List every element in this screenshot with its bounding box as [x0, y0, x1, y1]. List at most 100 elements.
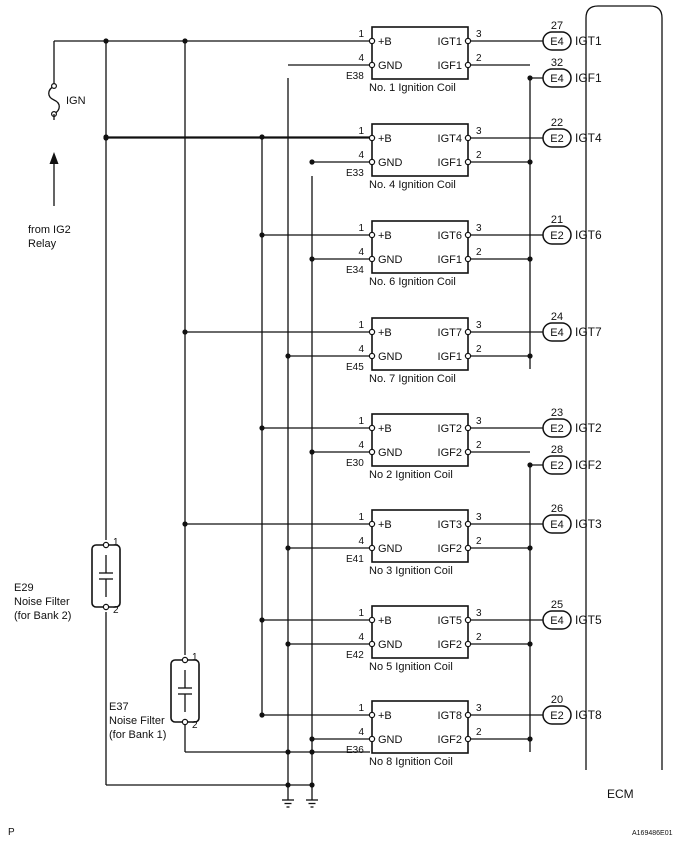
- pin-number: 2: [476, 727, 482, 738]
- coil-gnd-label: GND: [378, 639, 403, 651]
- noise-filter-e37: 1 2 E37 Noise Filter (for Bank 1): [109, 652, 200, 741]
- pin-number: 4: [358, 632, 364, 643]
- coil-connector: E33: [346, 168, 364, 179]
- ecm-connector-igt5: E4: [542, 610, 572, 630]
- coil-name: No 5 Ignition Coil: [369, 661, 453, 673]
- coil-connector: E41: [346, 554, 364, 565]
- ecm-signal-label: IGT3: [575, 517, 602, 531]
- coil-igt-label: IGT7: [438, 327, 462, 339]
- coil-connector: E45: [346, 362, 364, 373]
- coil-gnd-label: GND: [378, 543, 403, 555]
- svg-text:2: 2: [113, 605, 119, 616]
- coil-gnd-label: GND: [378, 157, 403, 169]
- pin-number: 4: [358, 247, 364, 258]
- noise-filter-e29-bank: (for Bank 2): [14, 610, 71, 622]
- pin-number: 1: [358, 416, 364, 427]
- coil-gnd-label: GND: [378, 60, 403, 72]
- pin-number: 3: [476, 29, 482, 40]
- pin-number: 3: [476, 703, 482, 714]
- ecm-connector-igt2: E2: [542, 418, 572, 438]
- pin-number: 2: [476, 247, 482, 258]
- coil-box: [371, 413, 469, 467]
- coil-igf-label: IGF2: [438, 639, 462, 651]
- coil-connector: E36: [346, 745, 364, 756]
- ecm-connector-igf1-text: E4: [550, 73, 563, 85]
- ecm-signal-label: IGT8: [575, 708, 602, 722]
- ecm-connector-igt4-text: E2: [550, 133, 563, 145]
- svg-text:1: 1: [192, 652, 198, 663]
- pin-number: 1: [358, 512, 364, 523]
- coil-name: No. 7 Ignition Coil: [369, 373, 456, 385]
- ecm-signal-label: IGT4: [575, 131, 602, 145]
- ign-supply: IGN from IG2 Relay: [28, 41, 86, 250]
- ecm-connector-igt8: E2: [542, 705, 572, 725]
- coil-igf-label: IGF1: [438, 351, 462, 363]
- coil-b-label: +B: [378, 36, 392, 48]
- coil-box: [371, 700, 469, 754]
- coil-b-label: +B: [378, 710, 392, 722]
- coil-gnd-label: GND: [378, 254, 403, 266]
- ecm-pin-number: 20: [551, 694, 563, 706]
- coil-box: [371, 26, 469, 80]
- noise-filter-e29-name: Noise Filter: [14, 596, 70, 608]
- coil-b-label: +B: [378, 133, 392, 145]
- pin-number: 3: [476, 512, 482, 523]
- corner-label-p: P: [8, 827, 15, 838]
- ecm-connector-igf2: E2: [542, 455, 572, 475]
- noise-filter-e29-connector: E29: [14, 582, 34, 594]
- ecm-signal-label: IGT6: [575, 228, 602, 242]
- pin-number: 4: [358, 344, 364, 355]
- ecm-connector-igt7-text: E4: [550, 327, 563, 339]
- coil-igf-label: IGF2: [438, 447, 462, 459]
- ecm-pin-number: 26: [551, 503, 563, 515]
- coil-name: No. 6 Ignition Coil: [369, 276, 456, 288]
- ecm-signal-label: IGT7: [575, 325, 602, 339]
- coil-igf-label: IGF1: [438, 60, 462, 72]
- ground-symbol-2: [306, 799, 318, 808]
- ecm-pin-number: 23: [551, 407, 563, 419]
- ground-symbol-1: [282, 799, 294, 808]
- pin-number: 2: [476, 344, 482, 355]
- noise-filter-e37-bank: (for Bank 1): [109, 729, 166, 741]
- pin-number: 4: [358, 536, 364, 547]
- coil-box: [371, 317, 469, 371]
- coil-box: [371, 509, 469, 563]
- pin-number: 1: [358, 223, 364, 234]
- coil-connector: E42: [346, 650, 364, 661]
- supply-wires: [54, 38, 370, 714]
- coil-connector: E34: [346, 265, 364, 276]
- coil-box: [371, 605, 469, 659]
- pin-number: 3: [476, 416, 482, 427]
- ig2-relay-label: from IG2 Relay: [28, 224, 74, 250]
- coil-b-label: +B: [378, 519, 392, 531]
- coil-name: No. 4 Ignition Coil: [369, 179, 456, 191]
- ecm-connector-igt5-text: E4: [550, 615, 563, 627]
- ecm-connector-igt2-text: E2: [550, 423, 563, 435]
- ecm-label: ECM: [607, 787, 634, 801]
- noise-filter-e37-connector: E37: [109, 701, 129, 713]
- noise-filter-e37-name: Noise Filter: [109, 715, 165, 727]
- ecm-connector-igt1-text: E4: [550, 36, 563, 48]
- pin-number: 1: [358, 320, 364, 331]
- coil-b-label: +B: [378, 615, 392, 627]
- coil-connector: E38: [346, 71, 364, 82]
- coil-box: [371, 220, 469, 274]
- ecm-pin-number: 24: [551, 311, 563, 323]
- ecm-pin-number: 22: [551, 117, 563, 129]
- pin-number: 1: [358, 126, 364, 137]
- pin-number: 3: [476, 223, 482, 234]
- coil-connector: E30: [346, 458, 364, 469]
- coil-gnd-label: GND: [378, 734, 403, 746]
- ecm-connector-igt4: E2: [542, 128, 572, 148]
- coil-name: No. 1 Ignition Coil: [369, 82, 456, 94]
- ecm-pin-number: 27: [551, 20, 563, 32]
- coil-igt-label: IGT6: [438, 230, 462, 242]
- coil-igt-label: IGT3: [438, 519, 462, 531]
- ecm-connector-igt1: E4: [542, 31, 572, 51]
- coil-igf-label: IGF2: [438, 734, 462, 746]
